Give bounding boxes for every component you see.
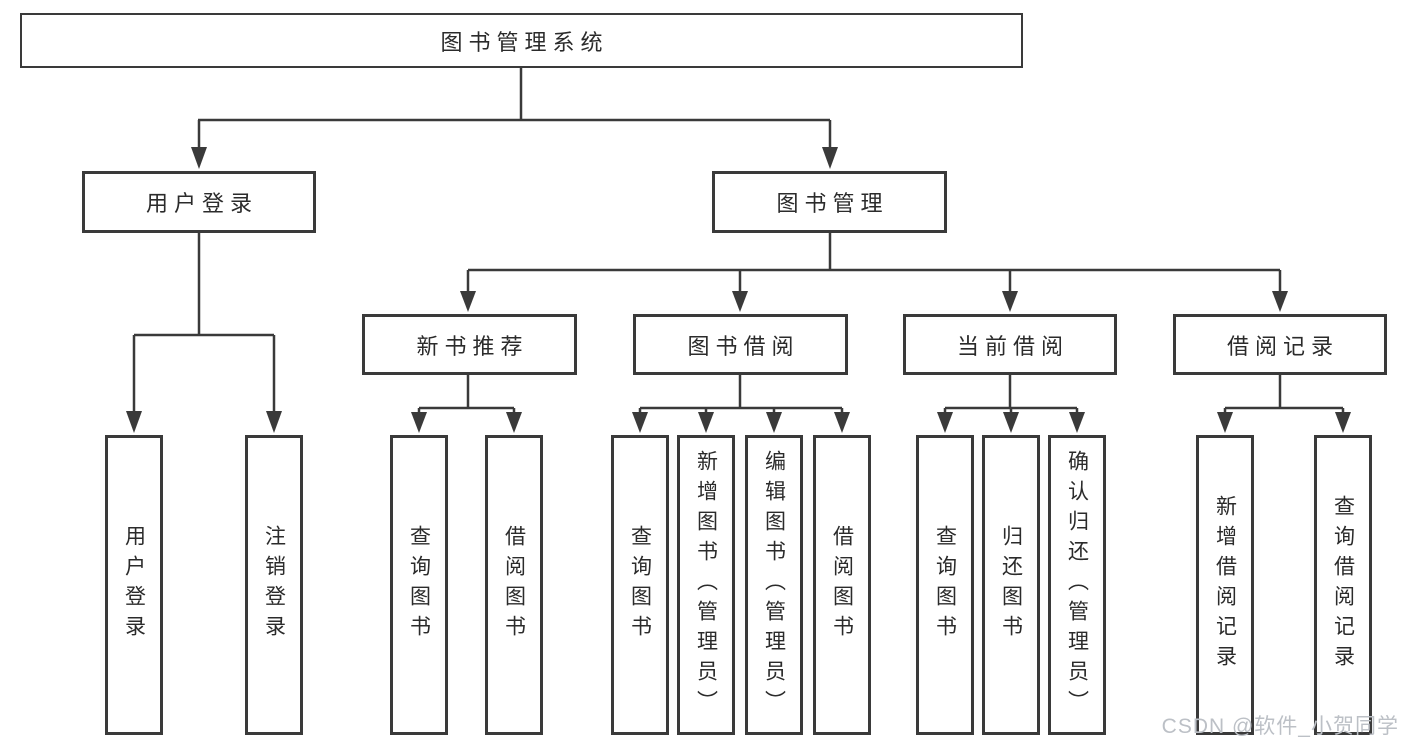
node-leaf-borrow-books-2: 借阅图书 xyxy=(813,435,871,735)
node-book-management-branch: 图书管理 xyxy=(712,171,947,233)
node-leaf-query-books-2: 查询图书 xyxy=(611,435,669,735)
edge-root-to-level2 xyxy=(197,68,832,150)
node-root-system: 图书管理系统 xyxy=(20,13,1023,68)
edge-bookmgmt-to-level3 xyxy=(466,233,1282,294)
node-leaf-return-books: 归还图书 xyxy=(982,435,1040,735)
arrowhead xyxy=(126,411,142,433)
node-borrow-records: 借阅记录 xyxy=(1173,314,1387,375)
arrowhead xyxy=(822,147,838,169)
edge-userlogin-to-leaves xyxy=(132,233,276,414)
arrowhead xyxy=(191,147,207,169)
node-leaf-confirm-return-admin: 确认归还（管理员） xyxy=(1048,435,1106,735)
node-leaf-logout: 注销登录 xyxy=(245,435,303,735)
node-leaf-user-login: 用户登录 xyxy=(105,435,163,735)
node-book-borrow: 图书借阅 xyxy=(633,314,848,375)
arrowhead xyxy=(1272,291,1288,312)
arrowhead xyxy=(266,411,282,433)
arrowhead xyxy=(1217,412,1233,433)
edge-level3-to-leaves xyxy=(417,373,1345,416)
arrowhead xyxy=(834,412,850,433)
node-user-login-branch: 用户登录 xyxy=(82,171,316,233)
arrowhead xyxy=(1002,291,1018,312)
arrowhead xyxy=(698,412,714,433)
arrowhead xyxy=(411,412,427,433)
arrowhead xyxy=(732,291,748,312)
node-leaf-query-borrow-record: 查询借阅记录 xyxy=(1314,435,1372,735)
arrowhead xyxy=(632,412,648,433)
node-current-borrow: 当前借阅 xyxy=(903,314,1117,375)
arrowhead xyxy=(460,291,476,312)
arrowhead xyxy=(506,412,522,433)
csdn-watermark: CSDN @软件_小贺同学 xyxy=(1161,715,1399,738)
arrowhead xyxy=(1069,412,1085,433)
node-new-book-recommend: 新书推荐 xyxy=(362,314,577,375)
node-leaf-query-books-3: 查询图书 xyxy=(916,435,974,735)
arrowhead xyxy=(766,412,782,433)
node-leaf-add-borrow-record: 新增借阅记录 xyxy=(1196,435,1254,735)
node-leaf-borrow-books-1: 借阅图书 xyxy=(485,435,543,735)
node-leaf-add-books-admin: 新增图书（管理员） xyxy=(677,435,735,735)
arrowhead xyxy=(1003,412,1019,433)
arrowhead xyxy=(1335,412,1351,433)
node-leaf-query-books-1: 查询图书 xyxy=(390,435,448,735)
node-leaf-edit-books-admin: 编辑图书（管理员） xyxy=(745,435,803,735)
arrowhead xyxy=(937,412,953,433)
